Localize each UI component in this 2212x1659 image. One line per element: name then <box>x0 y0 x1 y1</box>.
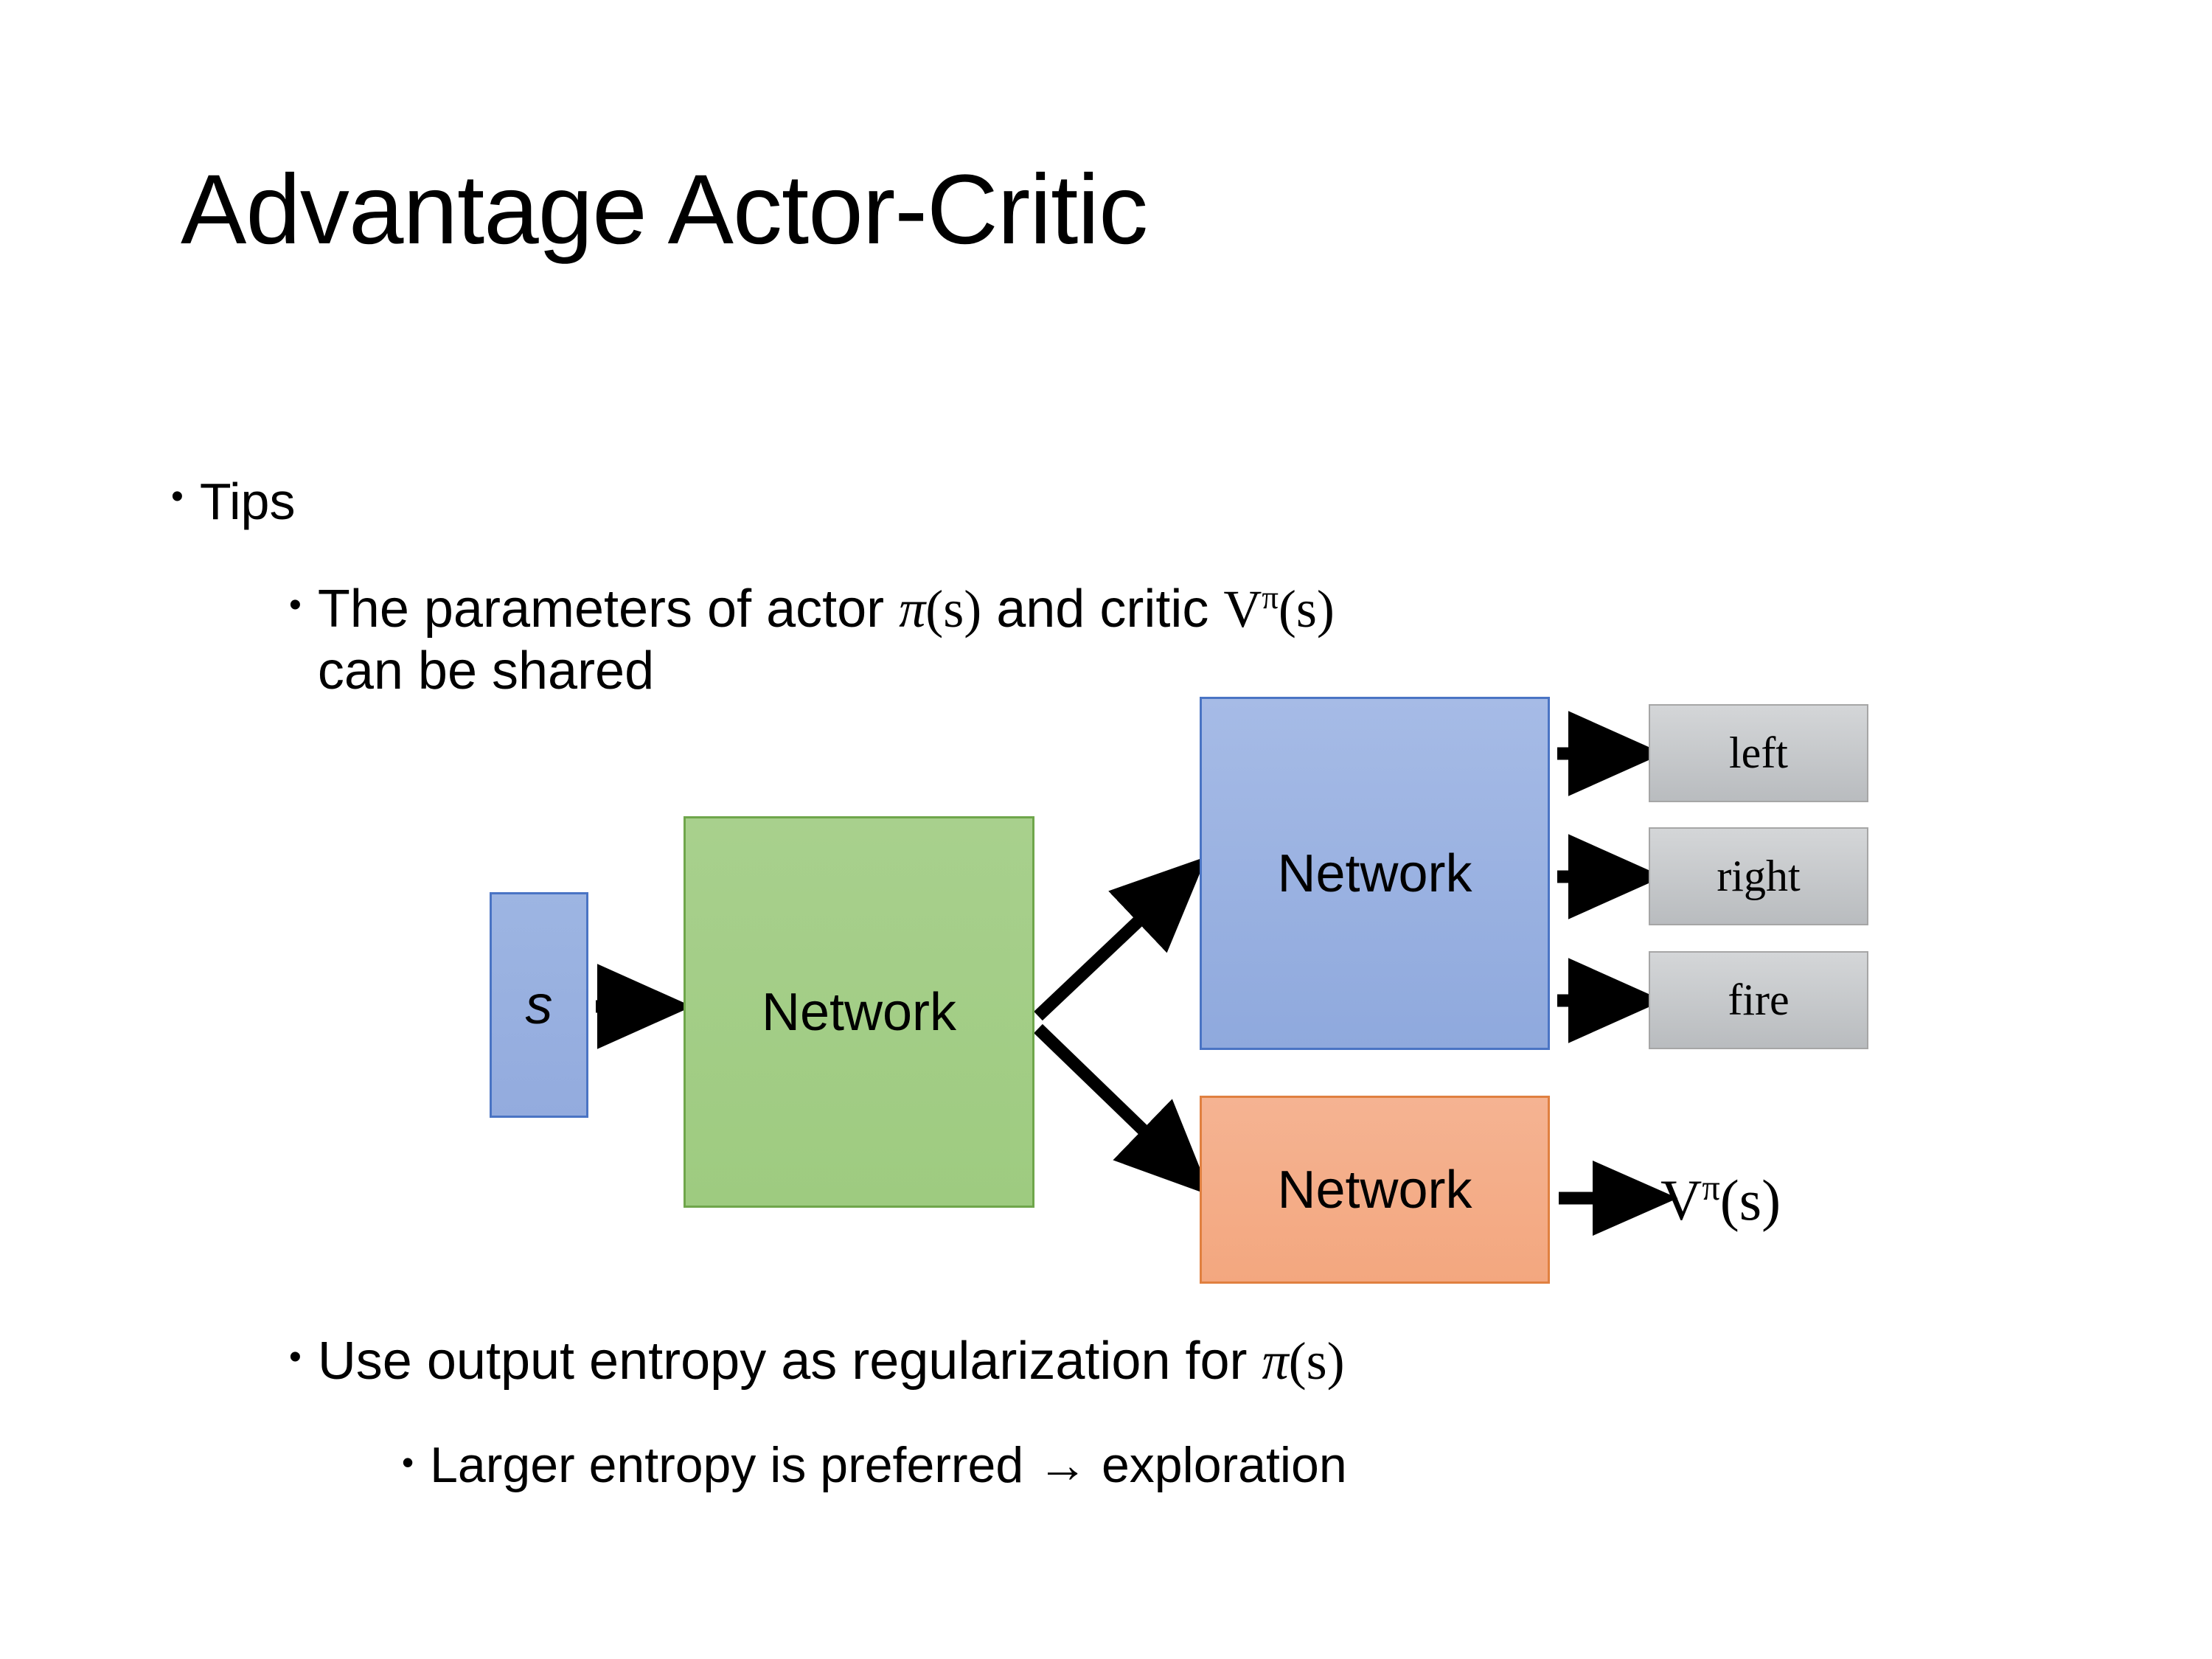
state-input-box: s <box>490 892 588 1118</box>
critic-network-label: Network <box>1277 1160 1472 1220</box>
params-text-middle: and critic <box>981 580 1224 639</box>
math-v-args: (s) <box>1278 580 1335 639</box>
shared-network-label: Network <box>761 982 957 1042</box>
bullet-parameters-text: The parameters of actor π(s) and critic … <box>318 579 1807 702</box>
bullet-parameters-shared: • The parameters of actor π(s) and criti… <box>289 579 1807 702</box>
action-label-fire: fire <box>1728 975 1790 1024</box>
bullet-marker-icon: • <box>171 477 184 516</box>
state-input-label: s <box>525 974 553 1035</box>
bullet-entropy-text: Use output entropy as regularization for… <box>318 1331 1345 1393</box>
bullet-marker-icon: • <box>402 1443 414 1481</box>
bullet-marker-icon: • <box>289 585 302 625</box>
bullet-tips: • Tips <box>171 472 295 532</box>
bullet-entropy-regularization: • Use output entropy as regularization f… <box>289 1331 1345 1393</box>
math-pi-symbol: π <box>899 580 926 639</box>
action-label-right: right <box>1717 852 1801 900</box>
math-pi-args: (s) <box>1288 1332 1345 1391</box>
params-text-line2: can be shared <box>317 641 655 700</box>
math-v-superscript: π <box>1262 579 1279 616</box>
value-superscript: π <box>1702 1169 1720 1208</box>
action-box-fire: fire <box>1649 951 1868 1049</box>
value-args: (s) <box>1719 1168 1781 1232</box>
value-function-output: Vπ(s) <box>1660 1166 1781 1234</box>
math-v-symbol: V <box>1223 580 1262 639</box>
entropy-text-prefix: Use output entropy as regularization for <box>317 1332 1262 1391</box>
bullet-marker-icon: • <box>289 1338 302 1377</box>
bullet-larger-entropy: • Larger entropy is preferred → explorat… <box>402 1436 1347 1495</box>
math-pi-symbol: π <box>1262 1332 1289 1391</box>
action-box-right: right <box>1649 827 1868 925</box>
params-text-prefix: The parameters of actor <box>317 580 900 639</box>
bullet-tips-label: Tips <box>199 473 296 530</box>
actor-network-box: Network <box>1200 697 1550 1050</box>
actor-network-label: Network <box>1277 844 1472 903</box>
critic-network-box: Network <box>1200 1096 1550 1284</box>
bullet-larger-label: Larger entropy is preferred → exploratio… <box>430 1437 1347 1493</box>
arrow-shared-to-actor <box>1034 856 1207 1021</box>
action-box-left: left <box>1649 704 1868 802</box>
action-label-left: left <box>1729 728 1788 777</box>
page-title: Advantage Actor-Critic <box>181 155 1148 265</box>
math-pi-args: (s) <box>925 580 982 639</box>
value-symbol: V <box>1660 1168 1703 1232</box>
arrow-shared-to-critic <box>1034 1023 1211 1196</box>
shared-network-box: Network <box>684 816 1034 1208</box>
